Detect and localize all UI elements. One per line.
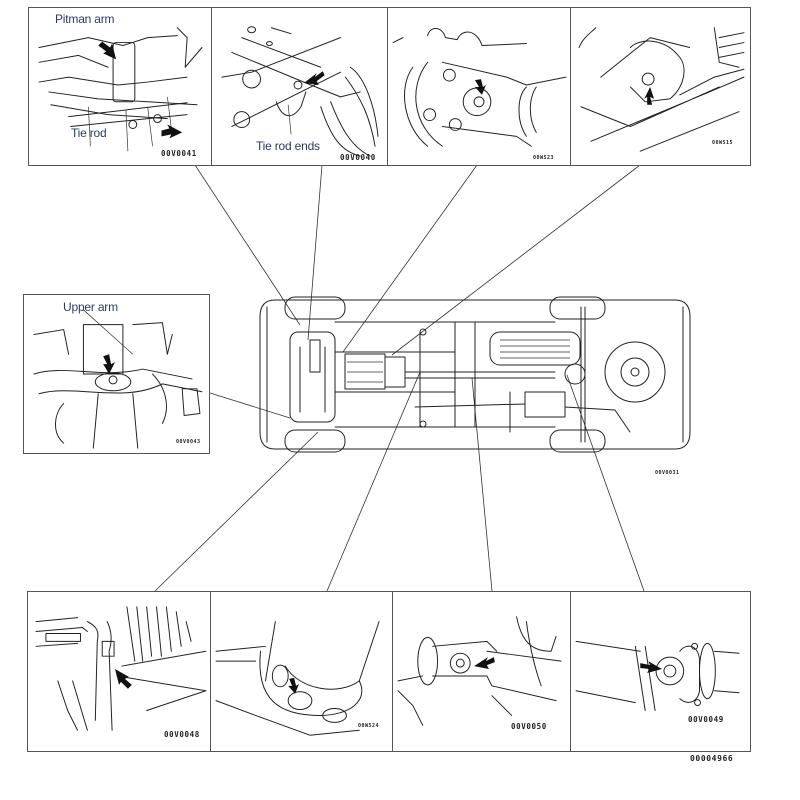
inset-panel-tie-rod-ends: Tie rod ends 00V0040	[211, 7, 388, 166]
arrow-pointer-icon	[115, 669, 132, 689]
label-pitman-arm: Pitman arm	[55, 12, 115, 26]
universal-joint-illustration	[397, 616, 562, 726]
figure-number: 00004966	[690, 754, 734, 763]
rear-differential	[564, 363, 586, 385]
rear-universal-joint-illustration	[575, 640, 740, 712]
figure-code: 00W524	[358, 723, 380, 729]
inset-panel-00v0050: 00V0050	[392, 591, 571, 752]
arrow-pointer-icon	[475, 79, 486, 95]
label-upper-arm: Upper arm	[63, 300, 118, 314]
front-shaft-joint-illustration	[35, 606, 207, 731]
front-right-wheel	[284, 429, 346, 453]
arrow-pointer-icon	[98, 41, 117, 60]
label-tie-rod: Tie rod	[71, 126, 107, 140]
inset-panel-00w524: 00W524	[210, 591, 393, 752]
arrow-pointer-icon	[288, 677, 300, 694]
figure-code: 00V0049	[688, 715, 724, 724]
arrow-pointer-icon	[644, 86, 655, 105]
inset-panel-upper-arm: Upper arm 00V0043	[23, 294, 210, 454]
figure-code: 00W523	[533, 155, 555, 161]
arrow-pointer-icon	[103, 354, 116, 374]
pitman-arm-illustration	[38, 27, 203, 152]
arrow-pointer-icon	[474, 657, 495, 670]
inset-panel-00w515: 00W515	[570, 7, 751, 166]
front-left-wheel	[284, 296, 346, 320]
figure-code: 00V0043	[176, 439, 201, 445]
figure-code: 00V0048	[164, 730, 200, 739]
vehicle-underside-diagram	[259, 296, 691, 453]
fuel-tank	[489, 331, 581, 366]
arrow-pointer-icon	[640, 661, 662, 673]
arrow-pointer-icon	[303, 71, 325, 86]
label-tie-rod-ends: Tie rod ends	[256, 139, 320, 153]
inset-panel-pitman-tie-rod: Pitman arm Tie rod 00V0041	[28, 7, 212, 166]
shaft-yoke-illustration	[215, 621, 380, 736]
inset-panel-00v0049: 00V0049	[570, 591, 751, 752]
tie-rod-ends-illustration	[221, 26, 379, 157]
inset-panel-00w523: 00W523	[387, 7, 571, 166]
inset-panel-00v0048: 00V0048	[27, 591, 211, 752]
arrow-pointer-icon	[161, 124, 183, 139]
rear-right-wheel	[549, 429, 606, 453]
rear-left-wheel	[549, 296, 606, 320]
vehicle-figure-code: 00V0031	[655, 470, 680, 476]
figure-code: 00W515	[712, 140, 734, 146]
figure-code: 00V0040	[340, 153, 376, 162]
differential-fitting-illustration	[578, 27, 745, 152]
figure-code: 00V0050	[511, 722, 547, 731]
figure-code: 00V0041	[161, 149, 197, 158]
propeller-shaft-flange-illustration	[392, 27, 567, 147]
upper-arm-illustration	[33, 309, 203, 449]
muffler	[524, 391, 566, 418]
spare-tire	[604, 341, 666, 403]
